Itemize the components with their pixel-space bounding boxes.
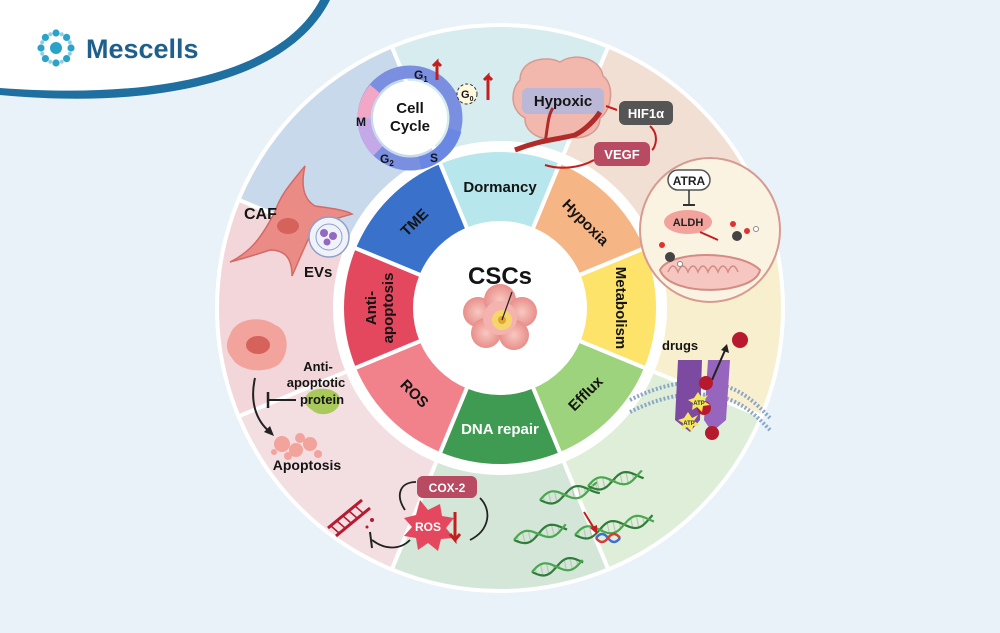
arrow-icon bbox=[699, 231, 719, 241]
down-arrow-icon bbox=[448, 512, 462, 545]
evs-label: EVs bbox=[304, 264, 332, 281]
tumor-cluster-icon bbox=[463, 284, 537, 350]
arrow-icon bbox=[711, 347, 727, 381]
vegf-box bbox=[594, 142, 650, 166]
brand-name: Mescells bbox=[86, 34, 199, 64]
drug-molecule bbox=[732, 332, 748, 348]
arrow-icon bbox=[605, 105, 618, 111]
atp-burst-icon bbox=[688, 392, 710, 412]
anti-apoptotic-protein-icon bbox=[305, 388, 341, 415]
atp-burst-icon bbox=[678, 412, 700, 432]
hypoxic-label: Hypoxic bbox=[534, 93, 592, 110]
panel-efflux: drugs ATP ATP bbox=[629, 332, 772, 440]
inner-label-dormancy: Dormancy bbox=[463, 179, 537, 196]
header-white-swoosh bbox=[0, 0, 330, 99]
panel-dna-repair bbox=[513, 469, 655, 577]
panel-ros: COX-2 ROS bbox=[327, 476, 489, 551]
panel-tme: CAF EVs bbox=[229, 165, 354, 281]
hif1a-label: HIF1α bbox=[628, 106, 664, 121]
vegf-label: VEGF bbox=[604, 147, 639, 162]
panel-metabolism: ATRA ALDH bbox=[639, 157, 781, 303]
panel-cell-cycle: Cell Cycle G1 G0 M G2 S bbox=[356, 58, 494, 171]
dna-helix-icon bbox=[587, 469, 644, 491]
caf-label: CAF bbox=[244, 206, 277, 223]
dna-helix-icon bbox=[513, 523, 568, 545]
atp-label-1: ATP bbox=[693, 401, 705, 407]
cell-cycle-title-1: Cell bbox=[396, 100, 424, 117]
atra-label: ATRA bbox=[673, 174, 706, 188]
panel-apoptosis: Anti- apoptotic protein Apoptosis bbox=[226, 319, 346, 473]
efflux-pump-icon bbox=[675, 360, 702, 432]
aldh-enzyme-icon bbox=[664, 210, 712, 234]
feedback-arrow bbox=[469, 497, 489, 541]
aldh-label: ALDH bbox=[673, 217, 704, 229]
drugs-label: drugs bbox=[662, 338, 698, 353]
blood-vessel-icon bbox=[514, 110, 603, 153]
feedback-arrow bbox=[398, 481, 417, 511]
ring-separator bbox=[335, 143, 665, 473]
extracellular-vesicle-icon bbox=[308, 216, 350, 258]
anti-apoptotic-label-3: protein bbox=[300, 392, 344, 407]
phase-g0: G0 bbox=[461, 89, 474, 103]
anti-apoptotic-label-2: apoptotic bbox=[287, 375, 346, 390]
center-csc: CSCs bbox=[463, 263, 537, 350]
inner-label-dna-repair: DNA repair bbox=[461, 421, 539, 438]
mescells-logo-icon bbox=[37, 29, 75, 67]
cox2-box bbox=[417, 476, 477, 498]
phase-s: S bbox=[430, 151, 438, 165]
dna-helix-icon bbox=[531, 556, 584, 577]
header: Mescells bbox=[0, 0, 330, 99]
up-arrow-icon bbox=[482, 72, 494, 100]
phase-g1: G1 bbox=[414, 68, 428, 84]
arrow-icon bbox=[544, 159, 595, 169]
inner-label-anti-apoptosis: Anti-apoptosis bbox=[363, 273, 397, 344]
apoptosis-label: Apoptosis bbox=[273, 457, 342, 473]
ros-label: ROS bbox=[415, 520, 441, 534]
inner-label-metabolism: Metabolism bbox=[612, 267, 629, 350]
ros-burst-icon bbox=[404, 500, 454, 551]
inhibition-arrow bbox=[371, 539, 411, 549]
damaged-dna-icon bbox=[327, 498, 374, 538]
atp-label-2: ATP bbox=[683, 421, 695, 427]
up-arrow-icon bbox=[431, 58, 443, 80]
cell-cycle-title-2: Cycle bbox=[390, 118, 430, 135]
arrow-icon bbox=[649, 125, 657, 151]
panel-hypoxia: Hypoxic HIF1α VEGF bbox=[512, 56, 673, 169]
phase-g2: G2 bbox=[380, 152, 394, 168]
anti-apoptotic-label-1: Anti- bbox=[303, 359, 333, 374]
drug-molecule bbox=[705, 426, 719, 440]
g0-loop bbox=[456, 83, 478, 105]
drug-molecule bbox=[699, 376, 713, 390]
apoptotic-body-icon bbox=[271, 433, 322, 460]
hypoxic-label-box bbox=[522, 88, 604, 114]
mitochondrion-icon bbox=[658, 254, 762, 291]
phase-m: M bbox=[356, 115, 366, 129]
cell-cycle-center bbox=[373, 81, 447, 155]
hif1a-box bbox=[619, 101, 673, 125]
molecule-icon bbox=[659, 221, 759, 267]
arrow-icon bbox=[252, 377, 271, 433]
cox2-label: COX-2 bbox=[429, 481, 466, 495]
inhibition-icon bbox=[369, 531, 373, 549]
